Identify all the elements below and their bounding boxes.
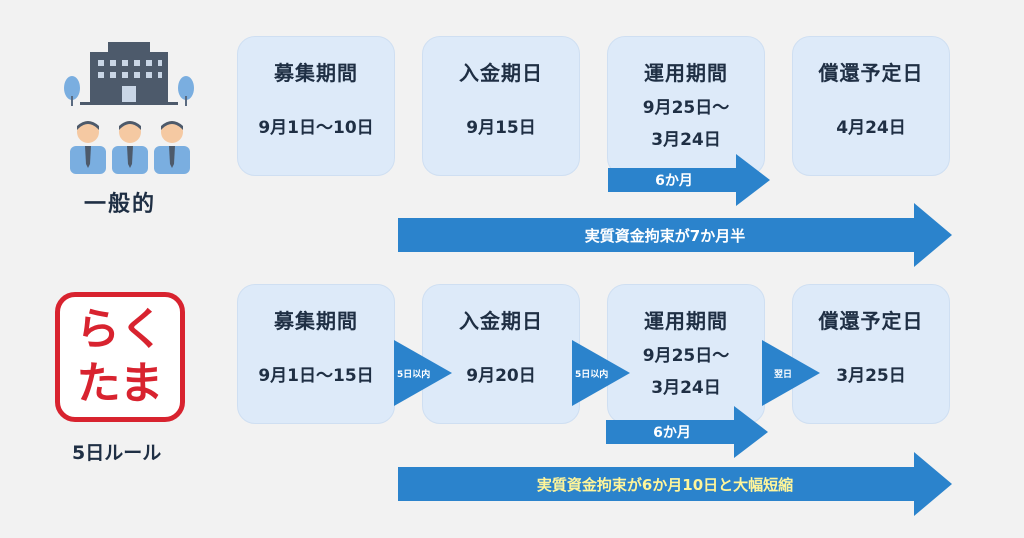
- card-value-line1: 9月25日〜: [642, 346, 730, 366]
- general-period-arrow: 6か月: [608, 154, 770, 206]
- rakutama-label: 5日ルール: [72, 442, 162, 464]
- rakutama-period-arrow: 6か月: [606, 406, 768, 458]
- logo-text-line2: たま: [76, 358, 164, 409]
- card-value: 9月1日〜15日: [258, 366, 374, 386]
- general-label: 一般的: [84, 192, 157, 217]
- card-value: 9月15日: [466, 118, 536, 138]
- office-building-icon: [64, 42, 194, 106]
- card-title: 入金期日: [459, 309, 543, 333]
- card-value: 9月20日: [466, 366, 536, 386]
- card-value-line1: 9月25日〜: [642, 98, 730, 118]
- arrow-label: 実質資金拘束が6か月10日と大幅短縮: [536, 475, 794, 494]
- logo-text-line1: らく: [76, 304, 164, 355]
- general-card-payment: 入金期日 9月15日: [422, 36, 580, 176]
- rakutama-card-payment: 入金期日 9月20日: [422, 284, 580, 424]
- step-arrow-1: 5日以内: [394, 340, 452, 406]
- rakutama-card-redemption: 償還予定日 3月25日: [792, 284, 950, 424]
- card-value-line2: 3月24日: [651, 130, 721, 150]
- step-arrow-label: 5日以内: [397, 369, 431, 380]
- general-card-redemption: 償還予定日 4月24日: [792, 36, 950, 176]
- card-value: 9月1日〜10日: [258, 118, 374, 138]
- step-arrow-2: 5日以内: [572, 340, 630, 406]
- card-title: 入金期日: [459, 61, 543, 85]
- card-value: 4月24日: [836, 118, 906, 138]
- card-value-line2: 3月24日: [651, 378, 721, 398]
- general-card-recruitment: 募集期間 9月1日〜10日: [237, 36, 395, 176]
- step-arrow-3: 翌日: [762, 340, 820, 406]
- rakutama-lock-arrow: 実質資金拘束が6か月10日と大幅短縮: [398, 452, 952, 516]
- general-card-operation: 運用期間 9月25日〜 3月24日: [607, 36, 765, 176]
- rakutama-logo: らく たま: [55, 292, 185, 422]
- general-lock-arrow: 実質資金拘束が7か月半: [398, 203, 952, 267]
- arrow-label: 6か月: [655, 173, 693, 189]
- people-icon: [70, 121, 190, 174]
- card-title: 償還予定日: [818, 61, 924, 85]
- card-title: 償還予定日: [818, 309, 924, 333]
- card-title: 募集期間: [274, 61, 358, 85]
- rakutama-card-operation: 運用期間 9月25日〜 3月24日: [607, 284, 765, 424]
- card-title: 募集期間: [274, 309, 358, 333]
- step-arrow-label: 翌日: [774, 369, 793, 380]
- step-arrow-label: 5日以内: [575, 369, 609, 380]
- card-title: 運用期間: [644, 309, 728, 333]
- rakutama-card-recruitment: 募集期間 9月1日〜15日: [237, 284, 395, 424]
- arrow-label: 6か月: [653, 425, 691, 441]
- card-value: 3月25日: [836, 366, 906, 386]
- arrow-label: 実質資金拘束が7か月半: [584, 226, 746, 245]
- card-title: 運用期間: [644, 61, 728, 85]
